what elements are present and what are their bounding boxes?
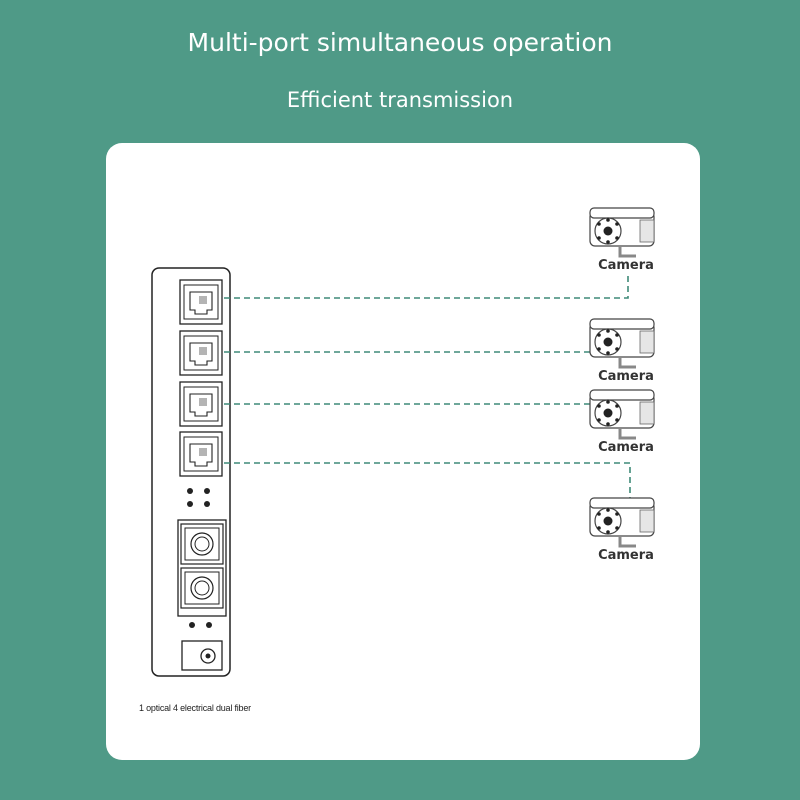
fiber-port-1 [180,523,224,565]
camera-icon-1 [588,206,656,258]
page-title: Multi-port simultaneous operation [187,28,613,57]
indicator-leds [187,488,210,507]
camera-icon-4 [588,496,656,548]
fiber-port-2 [180,567,224,609]
rj45-port-1 [179,279,223,325]
camera-label-2: Camera [598,369,654,384]
rj45-port-2 [179,330,223,376]
camera-label-4: Camera [598,548,654,563]
rj45-port-4 [179,431,223,477]
camera-icon-2 [588,317,656,369]
rj45-port-3 [179,381,223,427]
camera-label-3: Camera [598,440,654,455]
page-subtitle: Efficient transmission [286,88,514,112]
link-line-1 [224,272,629,299]
camera-label-1: Camera [598,258,654,273]
camera-icon-3 [588,388,656,440]
link-line-4 [224,462,631,500]
device-caption: 1 optical 4 electrical dual fiber [139,703,251,713]
fiber-leds [189,622,212,628]
